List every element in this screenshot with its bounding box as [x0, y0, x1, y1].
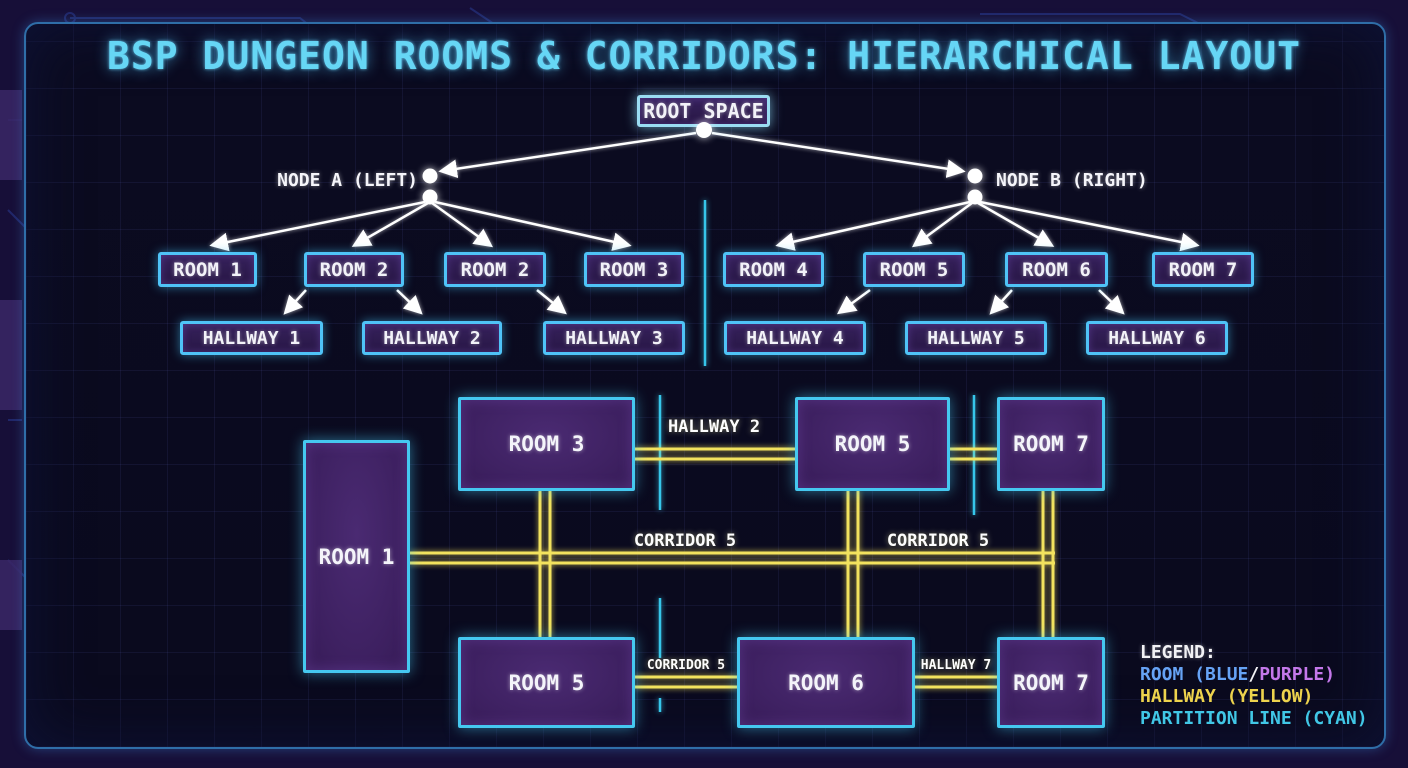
tree-node-b-label: NODE B (RIGHT) [996, 170, 1148, 191]
tree-hallway-1-box: HALLWAY 1 [180, 321, 323, 355]
corridor-vertical-room3 [538, 491, 552, 637]
tree-hallway-label: HALLWAY 1 [202, 327, 301, 349]
corridor-hallway-2 [635, 447, 795, 461]
tree-hallway-label: HALLWAY 2 [383, 327, 481, 349]
edge-decor-block [0, 300, 22, 410]
tree-root-box: ROOT SPACE [637, 95, 770, 127]
edge-decor-block [0, 90, 22, 180]
corridor-room5-room7 [950, 447, 997, 461]
corridor-label-hallway-7: HALLWAY 7 [920, 658, 992, 673]
legend-partition-entry: PARTITION LINE (CYAN) [1140, 708, 1368, 729]
map-room-label: ROOM 6 [788, 670, 864, 695]
map-room-label: ROOM 7 [1013, 432, 1089, 456]
map-room-5-top: ROOM 5 [795, 397, 950, 491]
map-room-5-bottom: ROOM 5 [458, 637, 635, 728]
tree-room-label: ROOM 2 [460, 258, 530, 281]
tree-hallway-6-box: HALLWAY 6 [1086, 321, 1228, 355]
tree-room-5-box: ROOM 5 [863, 252, 965, 287]
corridor-vertical-room5 [846, 491, 860, 637]
tree-room-1-box: ROOM 1 [158, 252, 257, 287]
map-room-6: ROOM 6 [737, 637, 915, 728]
corridor-label-corridor-5-bottom: CORRIDOR 5 [646, 658, 726, 673]
tree-edges [209, 131, 1200, 315]
corridor-5-bottom [635, 675, 737, 689]
legend-room-slash: / [1248, 664, 1260, 685]
corridor-label-corridor-5-left: CORRIDOR 5 [633, 531, 737, 551]
tree-room-2b-box: ROOM 2 [444, 252, 546, 287]
tree-hallway-4-box: HALLWAY 4 [724, 321, 866, 355]
map-room-7-bottom: ROOM 7 [997, 637, 1105, 728]
partition-lines [658, 200, 976, 712]
edge-decor-block [0, 560, 22, 630]
legend-room-purple-text: PURPLE) [1259, 664, 1336, 685]
corridor-hallway-7 [915, 675, 997, 689]
tree-hallway-label: HALLWAY 4 [746, 327, 844, 349]
corridor-vertical-room7 [1041, 491, 1055, 637]
map-room-label: ROOM 7 [1013, 670, 1089, 695]
tree-room-7-box: ROOM 7 [1152, 252, 1254, 287]
tree-hallway-2-box: HALLWAY 2 [362, 321, 502, 355]
corridor-5-long [410, 551, 1055, 565]
legend-room-entry: ROOM (BLUE/PURPLE) [1140, 664, 1368, 686]
tree-hallway-label: HALLWAY 5 [927, 327, 1025, 349]
legend-title: LEGEND: [1140, 642, 1216, 663]
tree-room-6-box: ROOM 6 [1005, 252, 1108, 287]
map-room-7-top: ROOM 7 [997, 397, 1105, 491]
tree-room-label: ROOM 2 [319, 258, 389, 281]
tree-room-label: ROOM 4 [739, 258, 808, 281]
map-room-3: ROOM 3 [458, 397, 635, 491]
tree-room-3-box: ROOM 3 [584, 252, 684, 287]
tree-hallway-label: HALLWAY 3 [565, 327, 663, 349]
blueprint-panel [24, 22, 1386, 749]
map-room-1: ROOM 1 [303, 440, 410, 673]
legend-hallway-entry: HALLWAY (YELLOW) [1140, 686, 1314, 707]
tree-hallway-5-box: HALLWAY 5 [905, 321, 1047, 355]
corridor-label-hallway-2: HALLWAY 2 [667, 417, 761, 437]
map-room-label: ROOM 5 [834, 432, 911, 456]
diagram-title: BSP DUNGEON ROOMS & CORRIDORS: HIERARCHI… [107, 34, 1301, 78]
corridor-lines [410, 447, 1055, 689]
corridor-label-corridor-5-right: CORRIDOR 5 [886, 531, 990, 551]
tree-room-label: ROOM 5 [879, 258, 949, 281]
tree-room-label: ROOM 3 [599, 258, 669, 281]
tree-room-label: ROOM 6 [1022, 258, 1091, 281]
tree-root-label: ROOT SPACE [643, 99, 764, 123]
map-room-label: ROOM 5 [508, 670, 585, 695]
tree-hallway-3-box: HALLWAY 3 [543, 321, 685, 355]
tree-room-4-box: ROOM 4 [723, 252, 824, 287]
tree-node-a-label: NODE A (LEFT) [277, 170, 418, 191]
legend-room-blue-text: ROOM (BLUE [1140, 664, 1249, 685]
tree-room-2a-box: ROOM 2 [304, 252, 404, 287]
tree-room-label: ROOM 7 [1168, 258, 1238, 281]
map-room-label: ROOM 1 [318, 544, 395, 569]
map-room-label: ROOM 3 [508, 432, 585, 456]
tree-room-label: ROOM 1 [173, 258, 242, 281]
tree-hallway-label: HALLWAY 6 [1108, 327, 1206, 349]
legend: LEGEND: ROOM (BLUE/PURPLE) HALLWAY (YELL… [1140, 642, 1368, 730]
